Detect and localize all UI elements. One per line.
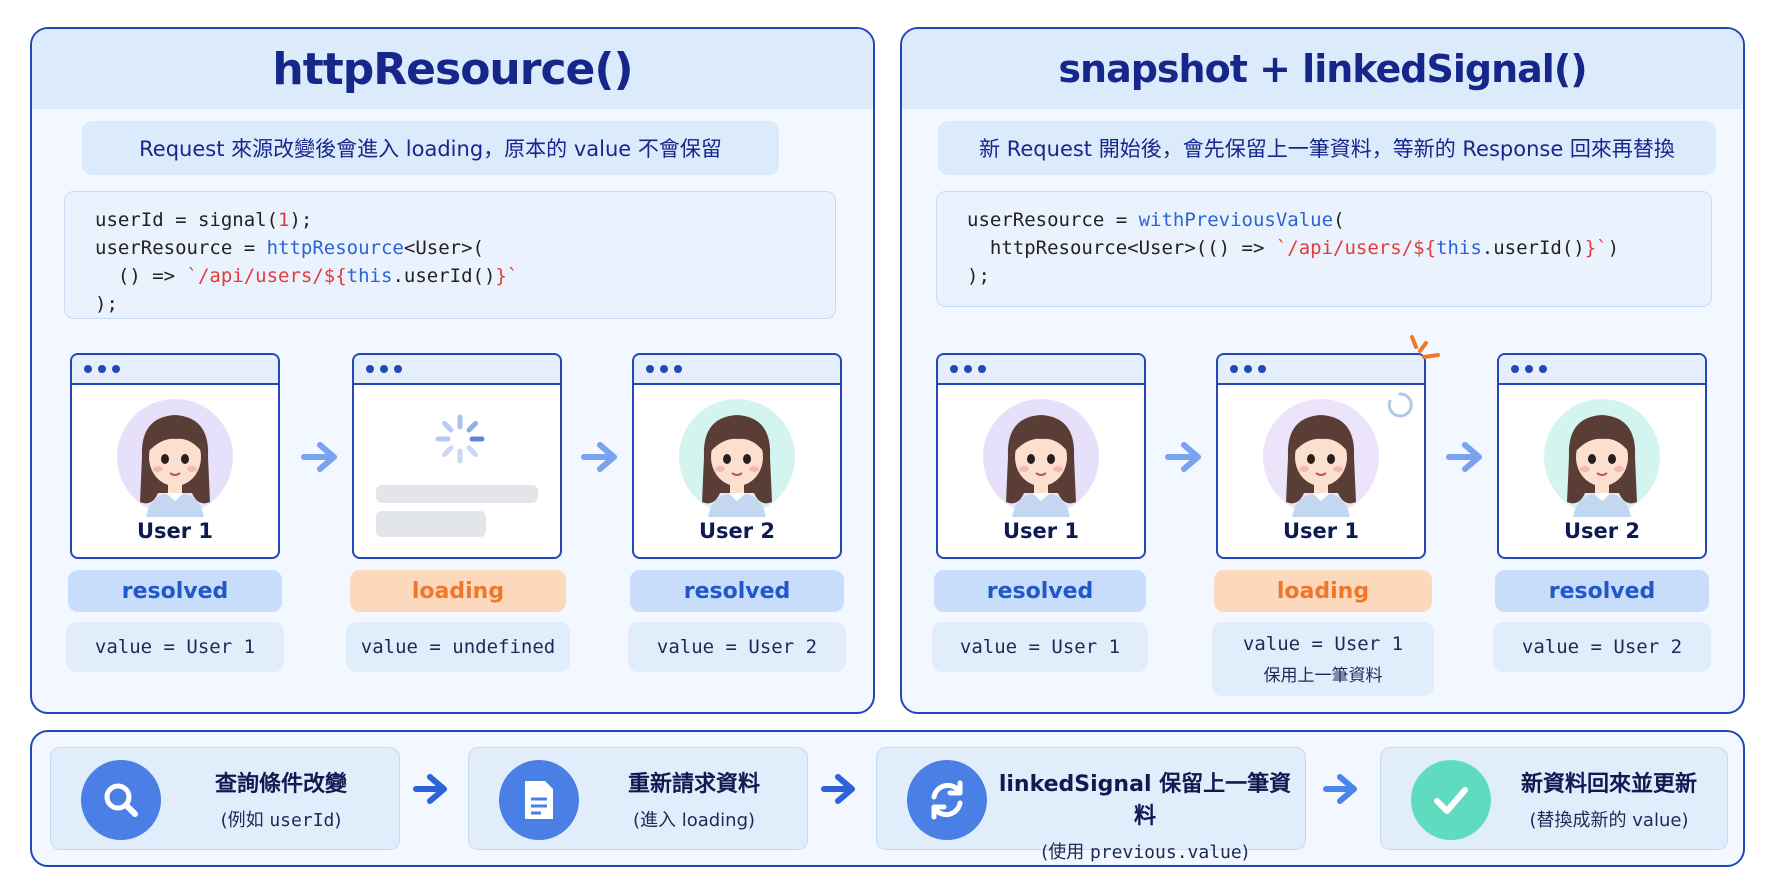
- flow-bar: 查詢條件改變 (例如 userId) 重新請求資料 (進入 loading) l…: [30, 730, 1745, 867]
- refresh-icon: [907, 760, 987, 840]
- arrow-right-icon: [1446, 442, 1482, 472]
- user-name: User 1: [1282, 519, 1360, 543]
- code-block: userResource = withPreviousValue( httpRe…: [936, 191, 1712, 307]
- arrow-right-icon: [301, 442, 337, 472]
- user-name: User 2: [1563, 519, 1641, 543]
- avatar: [117, 399, 233, 517]
- avatar: [679, 399, 795, 517]
- arrow-right-icon: [1165, 442, 1201, 472]
- flow-step-title: 查詢條件改變: [214, 772, 347, 797]
- flow-step-title: 重新請求資料: [627, 772, 760, 797]
- user-card: User 1: [936, 353, 1146, 559]
- avatar: [983, 399, 1099, 517]
- flow-step-subtitle: (例如 userId): [220, 810, 342, 831]
- user-card: User 1: [70, 353, 280, 559]
- flow-step-subtitle: (進入 loading): [632, 810, 756, 831]
- window-bar: [938, 355, 1144, 385]
- skeleton-line: [376, 511, 486, 537]
- loading-card: [352, 353, 562, 559]
- user-card: User 2: [632, 353, 842, 559]
- arrow-right-icon: [581, 442, 617, 472]
- window-bar: [72, 355, 278, 385]
- document-icon: [499, 760, 579, 840]
- linkedsignal-panel: snapshot + linkedSignal() 新 Request 開始後，…: [900, 27, 1745, 714]
- search-icon: [81, 760, 161, 840]
- status-badge: loading: [350, 570, 566, 612]
- value-readout: value = User 1: [932, 622, 1148, 672]
- flow-step-title: 新資料回來並更新: [1520, 772, 1697, 797]
- value-readout: value = undefined: [346, 622, 570, 672]
- spinner-icon: [435, 414, 485, 464]
- check-icon: [1411, 760, 1491, 840]
- user-card: User 2: [1497, 353, 1707, 559]
- sparkle-icon: [1410, 335, 1440, 359]
- panel-subtitle: 新 Request 開始後，會先保留上一筆資料，等新的 Response 回來再…: [938, 121, 1716, 175]
- value-readout: value = User 2: [1493, 622, 1711, 672]
- arrow-right-icon: [413, 774, 447, 804]
- window-bar: [1499, 355, 1705, 385]
- status-badge: loading: [1214, 570, 1432, 612]
- value-readout: value = User 1 保用上一筆資料: [1212, 622, 1434, 696]
- user-name: User 1: [1002, 519, 1080, 543]
- value-readout: value = User 1: [66, 622, 284, 672]
- panel-title: snapshot + linkedSignal(): [1058, 47, 1587, 91]
- flow-step: linkedSignal 保留上一筆資料 (使用 previous.value): [876, 747, 1306, 863]
- avatar: [1544, 399, 1660, 517]
- status-badge: resolved: [630, 570, 844, 612]
- httpresource-panel: httpResource() Request 來源改變後會進入 loading，…: [30, 27, 875, 714]
- flow-step: 查詢條件改變 (例如 userId): [50, 747, 400, 850]
- window-bar: [634, 355, 840, 385]
- value-note: 保用上一筆資料: [1263, 665, 1383, 686]
- panel-header: snapshot + linkedSignal(): [902, 29, 1743, 109]
- value-readout: value = User 2: [628, 622, 846, 672]
- panel-title: httpResource(): [272, 43, 633, 95]
- user-card: User 1: [1216, 353, 1426, 559]
- panel-subtitle: Request 來源改變後會進入 loading，原本的 value 不會保留: [82, 121, 779, 175]
- flow-step-subtitle: (替換成新的 value): [1529, 810, 1689, 831]
- status-badge: resolved: [1495, 570, 1709, 612]
- arrow-right-icon: [1323, 774, 1357, 804]
- flow-step-subtitle: (使用 previous.value): [1041, 842, 1249, 863]
- window-bar: [1218, 355, 1424, 385]
- status-badge: resolved: [934, 570, 1146, 612]
- flow-step: 重新請求資料 (進入 loading): [468, 747, 808, 850]
- avatar: [1263, 399, 1379, 517]
- skeleton-line: [376, 485, 538, 503]
- status-badge: resolved: [68, 570, 282, 612]
- window-bar: [354, 355, 560, 385]
- user-name: User 2: [698, 519, 776, 543]
- spinner-icon: [1387, 392, 1413, 418]
- panel-header: httpResource(): [32, 29, 873, 109]
- code-block: userId = signal(1); userResource = httpR…: [64, 191, 836, 319]
- user-name: User 1: [136, 519, 214, 543]
- flow-step: 新資料回來並更新 (替換成新的 value): [1380, 747, 1728, 850]
- arrow-right-icon: [821, 774, 855, 804]
- flow-step-title: linkedSignal 保留上一筆資料: [998, 772, 1292, 829]
